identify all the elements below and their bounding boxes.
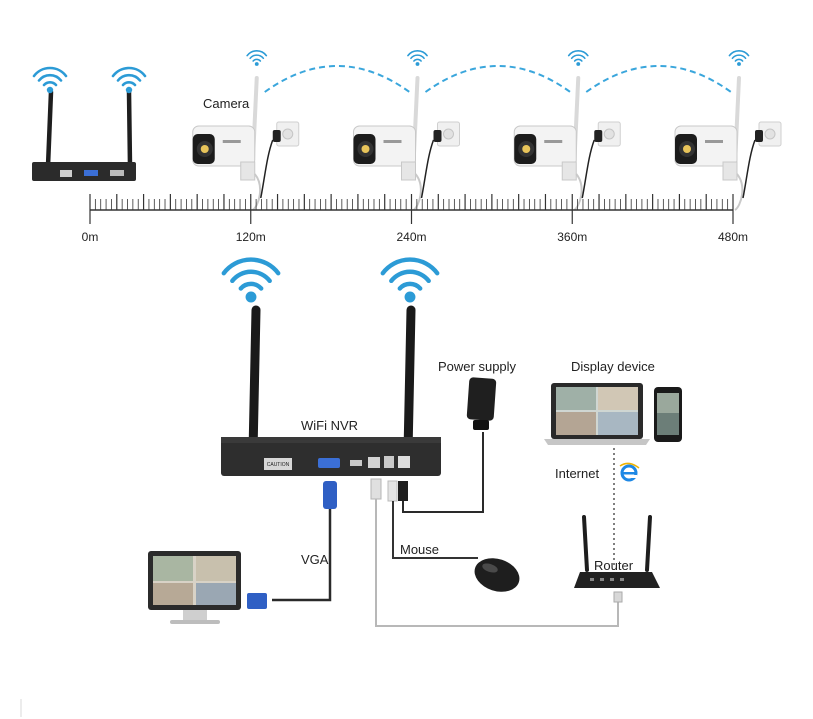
scale-label: 120m bbox=[236, 230, 266, 244]
scale-label: 0m bbox=[82, 230, 99, 244]
wifi-icon bbox=[111, 66, 147, 95]
laptop bbox=[544, 383, 650, 445]
camera-label: Camera bbox=[203, 96, 250, 111]
bullet-camera bbox=[512, 76, 623, 212]
wireless-link-arc bbox=[585, 65, 732, 93]
scale-label: 480m bbox=[718, 230, 748, 244]
vga-port bbox=[318, 458, 340, 468]
nvr-antenna-left bbox=[248, 305, 261, 457]
caution-sticker bbox=[264, 458, 292, 470]
wireless-links bbox=[264, 65, 732, 93]
wifi-icon bbox=[246, 50, 268, 67]
mouse bbox=[474, 558, 520, 592]
bullet-camera bbox=[351, 76, 462, 212]
distance-scale: 0m 120m 240m 360m 480m bbox=[82, 194, 748, 244]
nvr-antenna-right bbox=[403, 305, 416, 457]
wifi-icon bbox=[32, 66, 68, 95]
small-nvr bbox=[32, 89, 136, 181]
mouse-label: Mouse bbox=[400, 542, 439, 557]
power-port bbox=[398, 456, 410, 468]
lan-port bbox=[368, 457, 380, 468]
display-device-label: Display device bbox=[571, 359, 655, 374]
scale-label: 240m bbox=[396, 230, 426, 244]
router-label: Router bbox=[594, 558, 634, 573]
wifi-icon bbox=[567, 50, 589, 67]
hdmi-port bbox=[350, 460, 362, 466]
power-supply-label: Power supply bbox=[438, 359, 517, 374]
cameras bbox=[190, 50, 783, 212]
internet-explorer-icon bbox=[619, 462, 640, 482]
internet-label: Internet bbox=[555, 466, 599, 481]
svg-text:CAUTION: CAUTION bbox=[267, 462, 290, 468]
wifi-icon bbox=[383, 260, 437, 303]
power-supply bbox=[398, 377, 497, 513]
wireless-link-arc bbox=[264, 65, 411, 93]
wifi-nvr: CAUTION bbox=[221, 305, 441, 476]
ethernet-cable bbox=[370, 478, 623, 627]
vga-label: VGA bbox=[301, 552, 329, 567]
mouse-cable bbox=[387, 480, 478, 559]
vga-cable bbox=[247, 481, 337, 609]
phone bbox=[654, 387, 682, 442]
usb-port bbox=[384, 456, 394, 468]
monitor bbox=[148, 551, 241, 624]
router bbox=[574, 515, 660, 588]
wifi-icon bbox=[728, 50, 750, 67]
wifi-nvr-label: WiFi NVR bbox=[301, 418, 358, 433]
scale-label: 360m bbox=[557, 230, 587, 244]
wifi-icon bbox=[407, 50, 428, 67]
bullet-camera bbox=[673, 76, 783, 212]
wifi-icon bbox=[224, 260, 278, 303]
wireless-link-arc bbox=[424, 65, 571, 93]
